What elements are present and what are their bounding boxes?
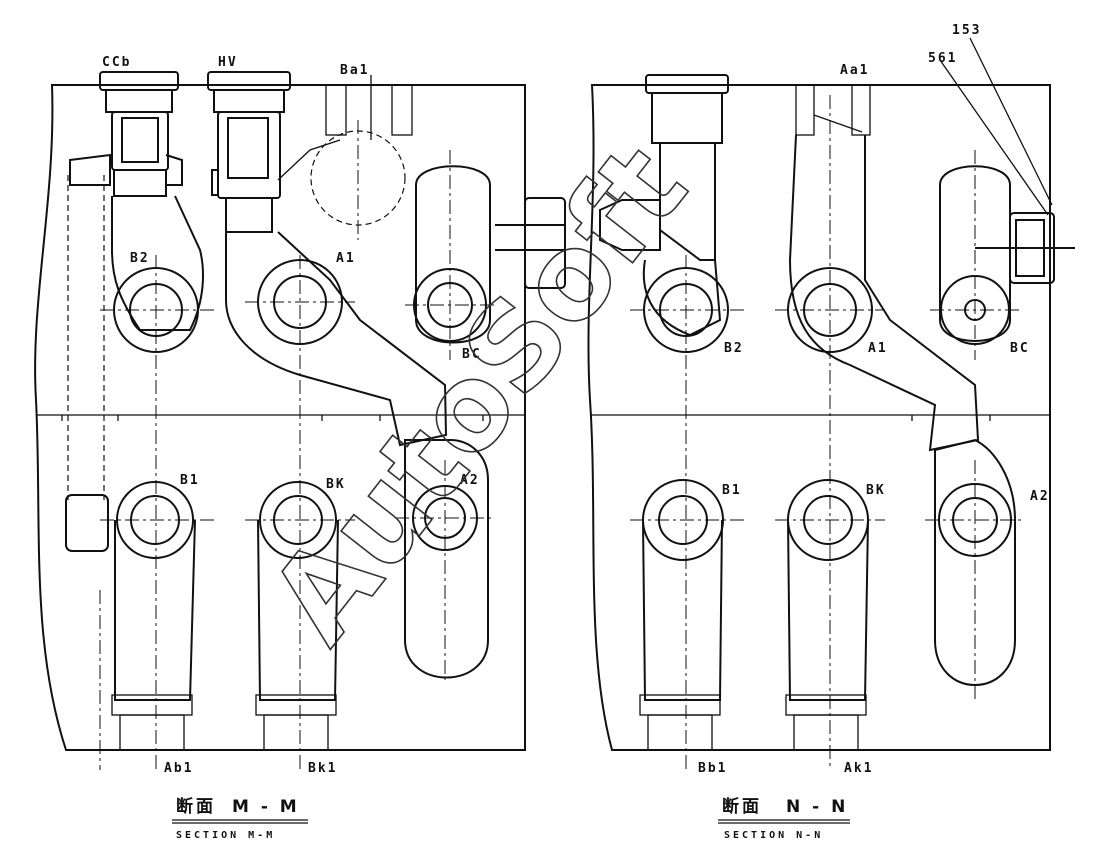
side-plug-m xyxy=(495,197,566,289)
label-b1: B1 xyxy=(722,483,742,498)
label-bk1: Bk1 xyxy=(308,761,337,776)
a2-slot xyxy=(934,438,1016,686)
label-bb1: Bb1 xyxy=(698,761,727,776)
callout-153: 153 xyxy=(952,23,981,38)
bc-slot xyxy=(939,165,1011,342)
aa1-bores xyxy=(795,84,871,136)
a2-slot xyxy=(404,439,489,679)
label-ba1: Ba1 xyxy=(340,63,369,78)
caption-en-m: SECTION M-M xyxy=(176,830,275,841)
valve-body-outline xyxy=(34,84,526,751)
label-ccb: CCb xyxy=(102,55,131,70)
plug-ccb xyxy=(69,71,183,197)
centerlines-m xyxy=(99,120,495,770)
left-block xyxy=(65,494,109,552)
label-aa1: Aa1 xyxy=(840,63,869,78)
centerlines-n xyxy=(630,95,1025,770)
plug-top-n xyxy=(599,74,729,261)
callout-leaders xyxy=(939,37,1053,216)
bk-arm xyxy=(787,519,869,701)
caption-mark-n: N - N xyxy=(786,797,848,817)
label-bc: BC xyxy=(462,347,482,362)
label-ab1: Ab1 xyxy=(164,761,193,776)
bk-arm xyxy=(257,519,339,701)
label-b1: B1 xyxy=(180,473,200,488)
plug-hv xyxy=(207,71,291,233)
label-ak1: Ak1 xyxy=(844,761,873,776)
bc-slot xyxy=(415,165,491,344)
label-a1: A1 xyxy=(868,341,888,356)
valve-body-outline xyxy=(587,84,1051,751)
caption-jp-n: 断面 xyxy=(722,796,762,817)
ba1-bores xyxy=(325,75,413,140)
caption-mark-m: M - M xyxy=(232,797,300,817)
callout-561: 561 xyxy=(928,51,957,66)
label-b2: B2 xyxy=(130,251,150,266)
caption-en-n: SECTION N-N xyxy=(724,830,823,841)
bottom-bolts-m xyxy=(111,694,337,751)
label-bk: BK xyxy=(866,483,886,498)
label-b2: B2 xyxy=(724,341,744,356)
caption-jp-m: 断面 xyxy=(176,796,216,817)
label-bc: BC xyxy=(1010,341,1030,356)
bottom-bolts-n xyxy=(639,694,867,751)
b1-arm xyxy=(642,519,723,701)
section-m-m: CCb HV Ba1 B2 A1 BC B1 BK A2 Ab1 Bk1 断面 … xyxy=(34,55,566,841)
label-bk: BK xyxy=(326,477,346,492)
b2-arm xyxy=(111,195,204,331)
label-a1: A1 xyxy=(336,251,356,266)
side-plug-n xyxy=(975,212,1075,284)
section-n-n: Aa1 B2 A1 BC B1 BK A2 Bb1 Ak1 153 561 断面… xyxy=(587,23,1075,841)
b1-arm xyxy=(114,519,196,701)
left-passage xyxy=(67,175,105,500)
label-a2: A2 xyxy=(1030,489,1050,504)
a1-passage xyxy=(788,134,980,452)
label-hv: HV xyxy=(218,55,238,70)
label-a2: A2 xyxy=(460,473,480,488)
a1-passage xyxy=(225,231,448,447)
bk-port-outer xyxy=(259,481,337,559)
